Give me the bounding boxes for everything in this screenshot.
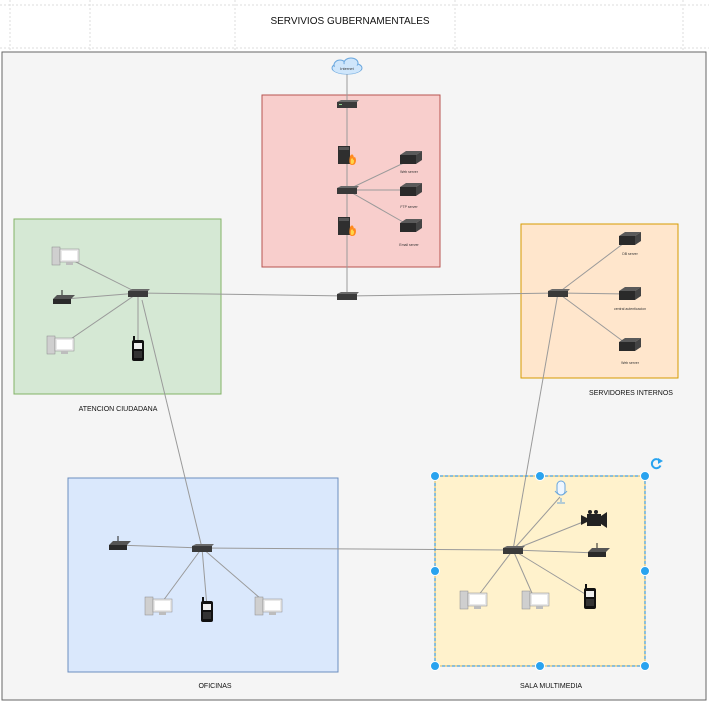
label-sala-multimedia: SALA MULTIMEDIA <box>520 683 582 690</box>
diagram-title: SERVIVIOS GUBERNAMENTALES <box>270 16 429 27</box>
label-atencion-ciudadana: ATENCION CIUDADANA <box>79 406 158 413</box>
network-links <box>61 72 629 608</box>
resize-handle-ne[interactable] <box>640 471 650 481</box>
label-servidores-internos: SERVIDORES INTERNOS <box>589 390 673 397</box>
firewall-bottom-icon[interactable] <box>338 217 356 236</box>
resize-handle-w[interactable] <box>430 566 440 576</box>
resize-handle-se[interactable] <box>640 661 650 671</box>
atencion-pc-1-icon[interactable] <box>51 246 80 266</box>
atencion-switch-icon[interactable] <box>128 289 150 297</box>
sala-pc-1-icon[interactable] <box>459 590 488 610</box>
internal-auth-server-label: central autenticacion <box>614 307 646 311</box>
background-grid <box>0 0 709 50</box>
selection-handles[interactable] <box>430 471 650 671</box>
dmz-email-server-icon[interactable] <box>400 219 422 232</box>
dmz-switch-icon[interactable] <box>337 186 359 194</box>
internal-db-server-label: DB server <box>622 252 638 256</box>
internet-label: Internet <box>340 66 354 71</box>
zone-dmz[interactable] <box>261 94 441 268</box>
sala-pc-2-icon[interactable] <box>521 590 550 610</box>
dmz-web-server-label: Web server <box>400 170 419 174</box>
resize-handle-n[interactable] <box>535 471 545 481</box>
firewall-top-icon[interactable] <box>338 146 356 165</box>
sala-switch-icon[interactable] <box>503 546 525 554</box>
resize-handle-nw[interactable] <box>430 471 440 481</box>
internal-web-server-label: Web server <box>621 361 640 365</box>
resize-handle-e[interactable] <box>640 566 650 576</box>
edge-router-icon[interactable] <box>337 100 359 108</box>
resize-handle-s[interactable] <box>535 661 545 671</box>
oficinas-switch-icon[interactable] <box>192 544 214 552</box>
rotate-handle-icon[interactable] <box>650 458 663 470</box>
resize-handle-sw[interactable] <box>430 661 440 671</box>
internet-cloud-icon[interactable]: Internet <box>331 57 363 75</box>
sala-mobile-phone-icon[interactable] <box>584 584 596 609</box>
dmz-web-server-icon[interactable] <box>400 151 422 164</box>
internal-switch-icon[interactable] <box>548 289 570 297</box>
atencion-wifi-router-icon[interactable] <box>53 290 75 304</box>
oficinas-pc-2-icon[interactable] <box>254 596 283 616</box>
internal-auth-server-icon[interactable] <box>619 287 641 300</box>
sala-microphone-icon[interactable] <box>554 480 568 504</box>
oficinas-wifi-router-icon[interactable] <box>109 536 131 550</box>
label-oficinas: OFICINAS <box>198 683 231 690</box>
sala-video-camera-icon[interactable] <box>581 510 607 528</box>
oficinas-mobile-phone-icon[interactable] <box>201 597 213 622</box>
sala-wifi-router-icon[interactable] <box>588 543 610 557</box>
core-switch-icon[interactable] <box>337 292 359 300</box>
atencion-pc-2-icon[interactable] <box>46 335 75 355</box>
zone-sala-multimedia[interactable] <box>434 475 646 667</box>
zone-oficinas[interactable] <box>67 477 339 673</box>
internal-db-server-icon[interactable] <box>619 232 641 245</box>
oficinas-pc-1-icon[interactable] <box>144 596 173 616</box>
dmz-ftp-server-label: FTP server <box>400 205 418 209</box>
atencion-mobile-phone-icon[interactable] <box>132 336 144 361</box>
dmz-email-server-label: Email server <box>399 243 419 247</box>
dmz-ftp-server-icon[interactable] <box>400 183 422 196</box>
internal-web-server-icon[interactable] <box>619 338 641 351</box>
zone-servidores-internos[interactable] <box>520 223 679 379</box>
